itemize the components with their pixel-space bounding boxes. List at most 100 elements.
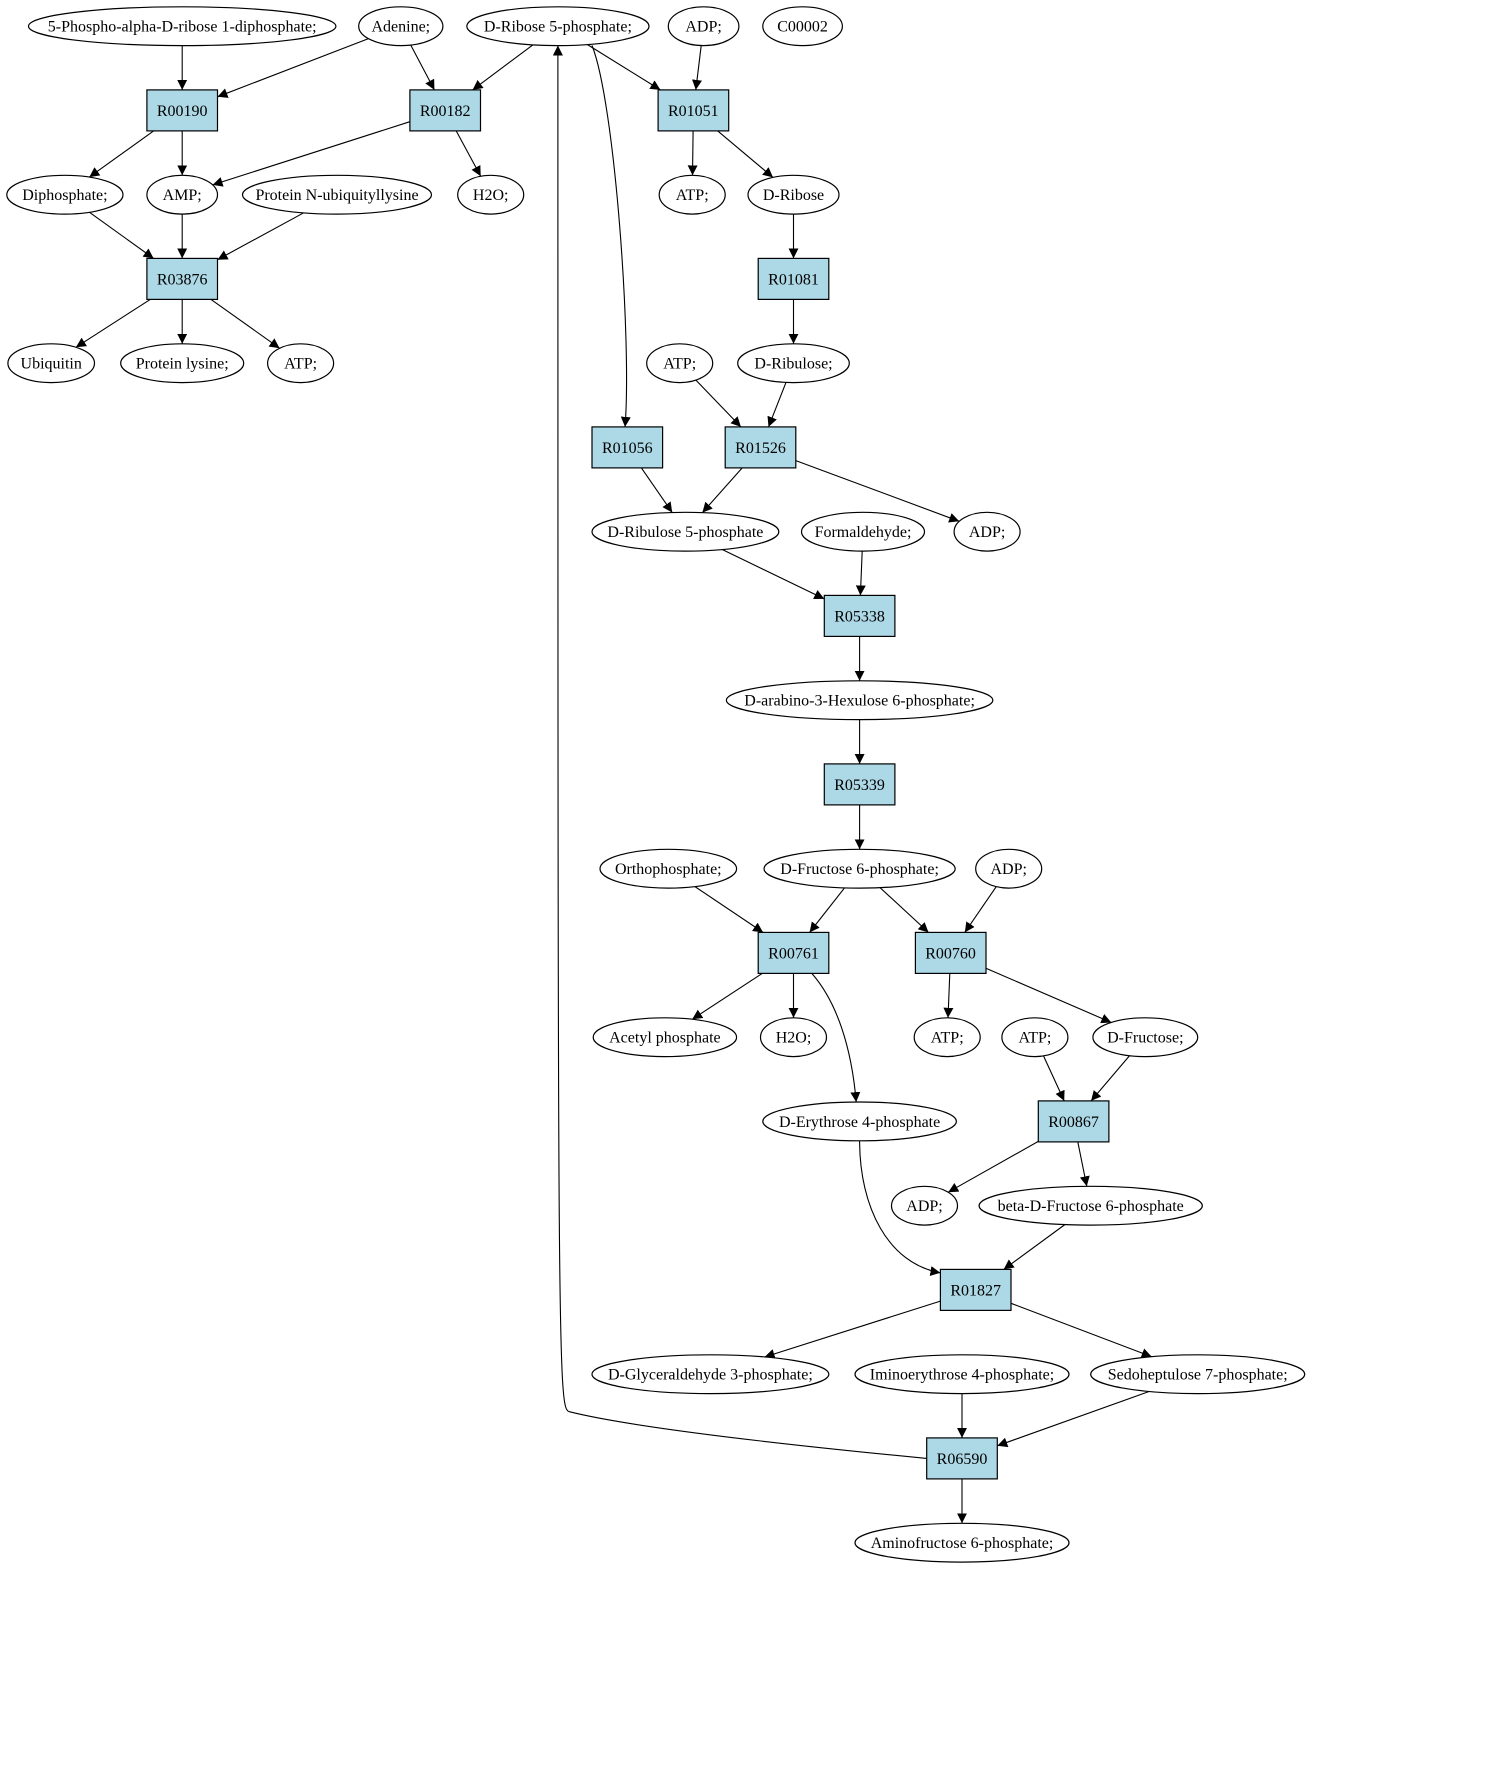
reaction-node-r00867[interactable]: R00867 [1037, 1100, 1110, 1143]
metabolite-node-atp[interactable]: ATP; [1001, 1017, 1069, 1058]
metabolite-ellipse [6, 174, 124, 215]
node-label: R00190 [157, 103, 208, 120]
metabolite-node-sedoheptulose-7-phosphate[interactable]: Sedoheptulose 7-phosphate; [1090, 1354, 1306, 1395]
edge-r00867to-adp [947, 1140, 1039, 1193]
reaction-node-r00761[interactable]: R00761 [757, 931, 830, 975]
reaction-node-r01056[interactable]: R01056 [591, 426, 664, 469]
metabolite-node-d-ribulose-5-phosphate[interactable]: D-Ribulose 5-phosphate [591, 511, 780, 552]
edge-protein-n-ubiquityllysineto-r03876 [217, 212, 304, 261]
metabolite-ellipse [913, 1017, 981, 1058]
metabolite-node-adp[interactable]: ADP; [667, 6, 740, 47]
edge-d-fructose-6-phosphate-to-r00761 [809, 887, 846, 933]
metabolite-ellipse [591, 511, 780, 552]
metabolite-node-iminoerythrose-4-phosphate[interactable]: Iminoerythrose 4-phosphate; [854, 1354, 1070, 1395]
edge-r03876to-ubiquitin [75, 298, 151, 348]
metabolite-node-atp[interactable]: ATP; [658, 174, 726, 215]
reaction-node-r00190[interactable]: R00190 [146, 89, 219, 132]
node-label: Iminoerythrose 4-phosphate; [870, 1367, 1054, 1384]
edge-adp-to-r01051 [692, 45, 702, 90]
metabolite-node-beta-d-fructose-6-phosphate[interactable]: beta-D-Fructose 6-phosphate [978, 1185, 1203, 1226]
metabolite-node-amp[interactable]: AMP; [146, 174, 219, 215]
metabolite-node-adp[interactable]: ADP; [975, 848, 1043, 889]
metabolite-ellipse [890, 1185, 959, 1226]
node-label: D-Erythrose 4-phosphate [779, 1114, 940, 1131]
metabolite-node-adenine[interactable]: Adenine; [358, 6, 444, 47]
metabolite-ellipse [1001, 1017, 1069, 1058]
metabolite-ellipse [7, 343, 96, 384]
reaction-box [757, 931, 830, 975]
reaction-node-r00182[interactable]: R00182 [409, 89, 482, 132]
metabolite-node-c00002[interactable]: C00002 [762, 6, 843, 47]
node-label: ADP; [969, 524, 1005, 541]
reaction-box [823, 594, 896, 638]
metabolite-node-diphosphate[interactable]: Diphosphate; [6, 174, 124, 215]
metabolite-ellipse [1090, 1354, 1306, 1395]
metabolite-node-acetyl-phosphate[interactable]: Acetyl phosphate [592, 1017, 738, 1058]
metabolite-node-aminofructose-6-phosphate[interactable]: Aminofructose 6-phosphate; [854, 1522, 1070, 1563]
metabolite-node-d-arabino-3-hexulose-6-phosphate[interactable]: D-arabino-3-Hexulose 6-phosphate; [725, 680, 994, 721]
metabolite-node-d-ribose-5-phosphate[interactable]: D-Ribose 5-phosphate; [466, 6, 650, 47]
node-label: Sedoheptulose 7-phosphate; [1108, 1367, 1288, 1384]
metabolite-node-5-phospho-alpha-d-ribose-1-diphosphate[interactable]: 5-Phospho-alpha-D-ribose 1-diphosphate; [27, 6, 337, 47]
node-label: Adenine; [371, 19, 430, 36]
reaction-box [657, 89, 730, 132]
edge-orthophosphate-to-r00761 [694, 886, 764, 933]
metabolite-node-h2o[interactable]: H2O; [759, 1017, 828, 1058]
edge-d-ribose-5-phosphate-to-r01051 [587, 44, 661, 91]
node-label: D-arabino-3-Hexulose 6-phosphate; [744, 693, 975, 710]
edge-d-ribulose-5-phosphateto-r05338 [721, 549, 825, 600]
metabolite-node-orthophosphate[interactable]: Orthophosphate; [599, 848, 738, 889]
node-label: C00002 [777, 19, 828, 36]
reaction-node-r01526[interactable]: R01526 [724, 426, 797, 469]
reaction-node-r00760[interactable]: R00760 [914, 931, 987, 975]
node-label: R00761 [768, 945, 819, 962]
metabolite-node-d-fructose-6-phosphate[interactable]: D-Fructose 6-phosphate; [763, 848, 956, 889]
node-label: R05338 [834, 608, 885, 625]
metabolite-node-d-erythrose-4-phosphate[interactable]: D-Erythrose 4-phosphate [762, 1101, 957, 1142]
reaction-node-r01827[interactable]: R01827 [939, 1268, 1012, 1312]
metabolite-node-atp[interactable]: ATP; [646, 343, 714, 384]
metabolite-node-d-ribose[interactable]: D-Ribose [747, 174, 840, 215]
reaction-box [146, 257, 219, 300]
edge-r00182to-amp [212, 121, 411, 187]
metabolite-node-adp[interactable]: ADP; [953, 511, 1021, 552]
metabolite-node-d-glyceraldehyde-3-phosphate[interactable]: D-Glyceraldehyde 3-phosphate; [591, 1354, 830, 1395]
metabolite-node-d-ribulose[interactable]: D-Ribulose; [737, 343, 850, 384]
metabolite-ellipse [457, 174, 525, 215]
metabolite-node-protein-n-ubiquityllysine[interactable]: Protein N-ubiquityllysine [241, 174, 433, 215]
edge-adenine-to-r00182 [410, 44, 435, 91]
metabolite-node-protein-lysine[interactable]: Protein lysine; [120, 343, 245, 384]
reaction-node-r05338[interactable]: R05338 [823, 594, 896, 638]
metabolite-node-ubiquitin[interactable]: Ubiquitin [7, 343, 96, 384]
metabolite-node-d-fructose[interactable]: D-Fructose; [1092, 1017, 1199, 1058]
edge-r00761to-d-erythrose-4-phosphate [811, 973, 861, 1103]
metabolite-ellipse [592, 1017, 738, 1058]
node-label: R01526 [735, 440, 786, 457]
metabolite-ellipse [591, 1354, 830, 1395]
reaction-node-r06590[interactable]: R06590 [926, 1437, 998, 1480]
nodes-layer: 5-Phospho-alpha-D-ribose 1-diphosphate; A… [6, 6, 1306, 1563]
reaction-node-r05339[interactable]: R05339 [823, 763, 896, 806]
node-label: ATP; [931, 1030, 964, 1047]
edge-d-fructose-6-phosphate-to-r00760 [879, 887, 929, 933]
edge-r00867to-beta-d-fructose-6-phosphate [1077, 1141, 1090, 1187]
metabolite-node-h2o[interactable]: H2O; [457, 174, 525, 215]
metabolite-node-formaldehyde[interactable]: Formaldehyde; [800, 511, 926, 552]
node-label: R03876 [157, 271, 208, 288]
metabolite-ellipse [854, 1522, 1070, 1563]
reaction-box [914, 931, 987, 975]
node-label: D-Glyceraldehyde 3-phosphate; [608, 1367, 813, 1384]
node-label: D-Ribose 5-phosphate; [484, 19, 632, 36]
metabolite-node-atp[interactable]: ATP; [267, 343, 335, 384]
edge-atp-to-r01526 [695, 379, 742, 428]
metabolite-ellipse [800, 511, 926, 552]
metabolite-node-atp[interactable]: ATP; [913, 1017, 981, 1058]
node-label: Aminofructose 6-phosphate; [871, 1535, 1054, 1552]
reaction-node-r03876[interactable]: R03876 [146, 257, 219, 300]
reaction-node-r01081[interactable]: R01081 [757, 257, 830, 300]
metabolite-node-adp[interactable]: ADP; [890, 1185, 959, 1226]
node-label: R01827 [950, 1282, 1001, 1299]
metabolite-ellipse [667, 6, 740, 47]
reaction-node-r01051[interactable]: R01051 [657, 89, 730, 132]
node-label: Protein N-ubiquityllysine [255, 187, 418, 204]
